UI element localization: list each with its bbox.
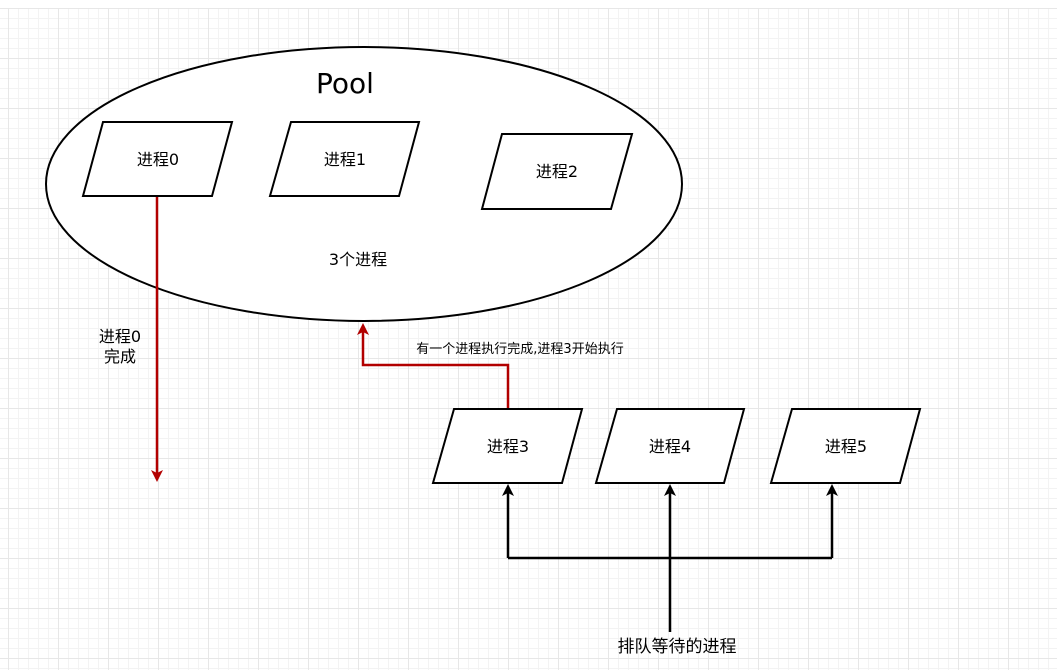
process-1-label: 进程1 (324, 150, 366, 169)
done-label-line1: 进程0 (99, 327, 141, 346)
enter-pool-arrow[interactable] (357, 323, 510, 408)
done-label-line2: 完成 (104, 347, 136, 366)
process-0-shape[interactable]: 进程0 (81, 121, 234, 197)
process-5-label: 进程5 (825, 437, 867, 456)
enter-pool-label: 有一个进程执行完成,进程3开始执行 (416, 342, 623, 357)
process-3-label: 进程3 (487, 437, 529, 456)
process-0-label: 进程0 (137, 150, 179, 169)
waiting-connector[interactable] (502, 484, 838, 632)
process-4-shape[interactable]: 进程4 (594, 408, 746, 484)
process-2-label: 进程2 (536, 162, 578, 181)
process-5-shape[interactable]: 进程5 (769, 408, 922, 484)
process-2-shape[interactable]: 进程2 (480, 133, 634, 210)
process-3-shape[interactable]: 进程3 (431, 408, 584, 484)
pool-caption: 3个进程 (329, 250, 387, 269)
waiting-label: 排队等待的进程 (618, 637, 737, 657)
process-1-shape[interactable]: 进程1 (268, 121, 421, 197)
process-4-label: 进程4 (649, 437, 691, 456)
pool-title: Pool (316, 67, 374, 100)
